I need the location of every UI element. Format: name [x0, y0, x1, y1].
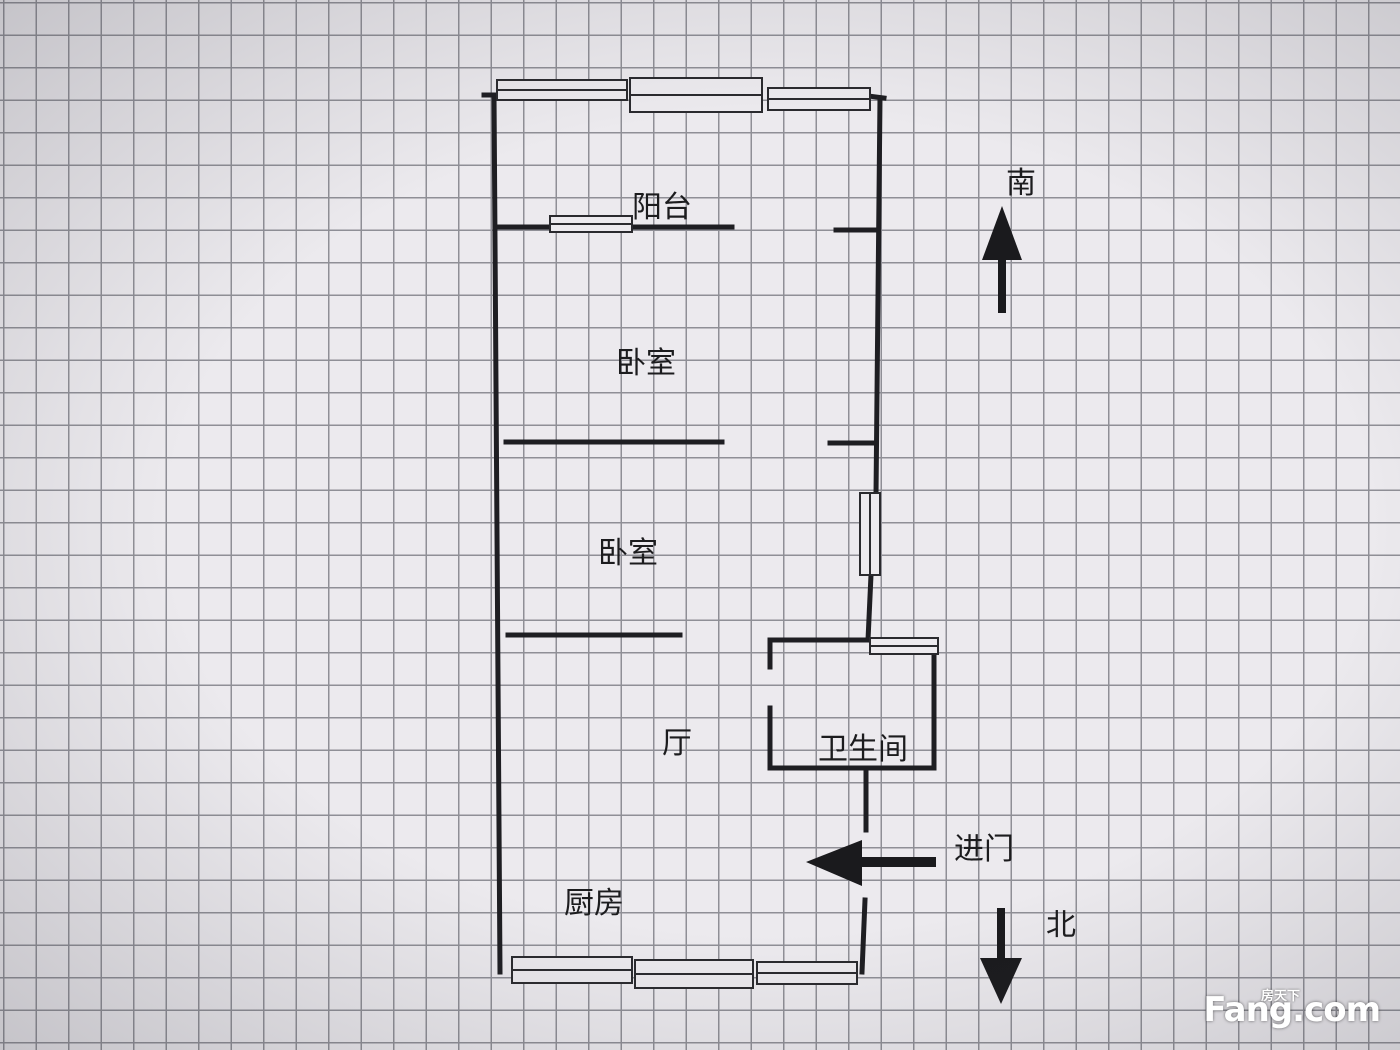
window-top-center	[629, 77, 763, 113]
outer-wall-right-lower-b	[859, 897, 868, 975]
outer-wall-right-upper	[873, 95, 883, 498]
arrow-down-icon	[980, 908, 1022, 1004]
direction-label-north: 北	[1046, 908, 1076, 943]
window-top-right	[767, 87, 871, 111]
window-bottom-center	[634, 959, 754, 989]
window-bottom-right	[756, 961, 858, 985]
room-label-living-room: 厅	[662, 726, 692, 761]
direction-label-south: 南	[1006, 166, 1036, 201]
room-label-bedroom-1: 卧室	[616, 346, 676, 381]
outer-wall-left	[491, 92, 503, 975]
window-bottom-left	[511, 956, 633, 984]
room-label-bathroom: 卫生间	[818, 732, 908, 767]
direction-label-entrance: 进门	[954, 832, 1014, 867]
window-top-left	[496, 79, 628, 101]
window-balcony-door	[549, 215, 633, 233]
room-label-kitchen: 厨房	[564, 886, 624, 921]
arrow-up-icon	[982, 206, 1022, 313]
watermark-logo-text: Fang.com	[1203, 990, 1381, 1030]
outer-wall-right-mid	[865, 572, 874, 643]
arrow-left-icon	[806, 840, 936, 886]
watermark-small-text: 房天下	[1260, 989, 1300, 1004]
window-right-side	[859, 492, 881, 576]
window-bathroom	[869, 637, 939, 655]
room-label-bedroom-2: 卧室	[598, 536, 658, 571]
room-label-balcony: 阳台	[632, 190, 692, 225]
